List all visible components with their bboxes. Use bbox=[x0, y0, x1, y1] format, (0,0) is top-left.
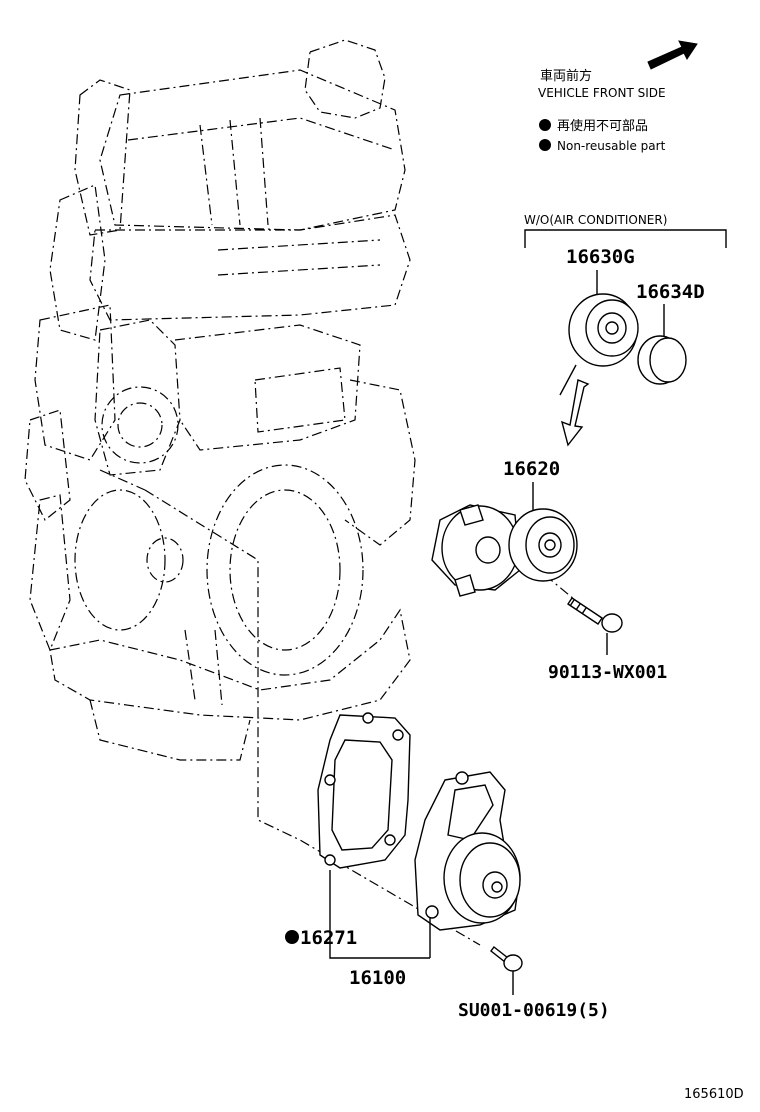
wo-ac-group: W/O(AIR CONDITIONER) bbox=[524, 213, 727, 248]
diagram-id: 165610D bbox=[684, 1087, 744, 1102]
nonreusable-dot-icon-2 bbox=[539, 139, 551, 151]
front-en-label: VEHICLE FRONT SIDE bbox=[538, 86, 666, 100]
front-jp-label: 車両前方 bbox=[540, 68, 592, 84]
legend: 車両前方 VEHICLE FRONT SIDE 再使用不可部品 Non-reus… bbox=[538, 40, 698, 153]
part-number-SU001-00619: SU001-00619(5) bbox=[458, 1000, 610, 1021]
water-pump-part: 16100 bbox=[329, 771, 521, 989]
assembly-bracket bbox=[329, 920, 430, 959]
nonreusable-dot-icon bbox=[539, 119, 551, 131]
engine-block-illustration bbox=[24, 39, 416, 761]
belt-tensioner-part: 16620 bbox=[431, 458, 578, 597]
part-number-16100: 16100 bbox=[349, 967, 406, 989]
pulley-cover-part: 16634D bbox=[636, 281, 705, 385]
nonreusable-jp-label: 再使用不可部品 bbox=[557, 118, 648, 134]
part-number-16620: 16620 bbox=[503, 458, 560, 480]
part-number-90113-WX001: 90113-WX001 bbox=[548, 662, 667, 683]
part-number-16634D: 16634D bbox=[636, 281, 705, 303]
vehicle-front-arrow-icon bbox=[647, 40, 698, 70]
tensioner-bolt-part: 90113-WX001 bbox=[548, 597, 667, 683]
group-bracket bbox=[524, 229, 727, 248]
idler-pulley-part: 16630G bbox=[559, 246, 639, 447]
part-number-16271: 16271 bbox=[300, 927, 357, 949]
water-pump-bolt-part: SU001-00619(5) bbox=[458, 946, 610, 1021]
nonreusable-marker-icon bbox=[285, 930, 299, 944]
part-number-16630G: 16630G bbox=[566, 246, 635, 268]
group-label: W/O(AIR CONDITIONER) bbox=[524, 213, 667, 227]
install-direction-arrow-icon bbox=[560, 379, 590, 447]
nonreusable-en-label: Non-reusable part bbox=[557, 139, 666, 153]
water-pump-gasket-part: 16271 bbox=[285, 712, 411, 949]
